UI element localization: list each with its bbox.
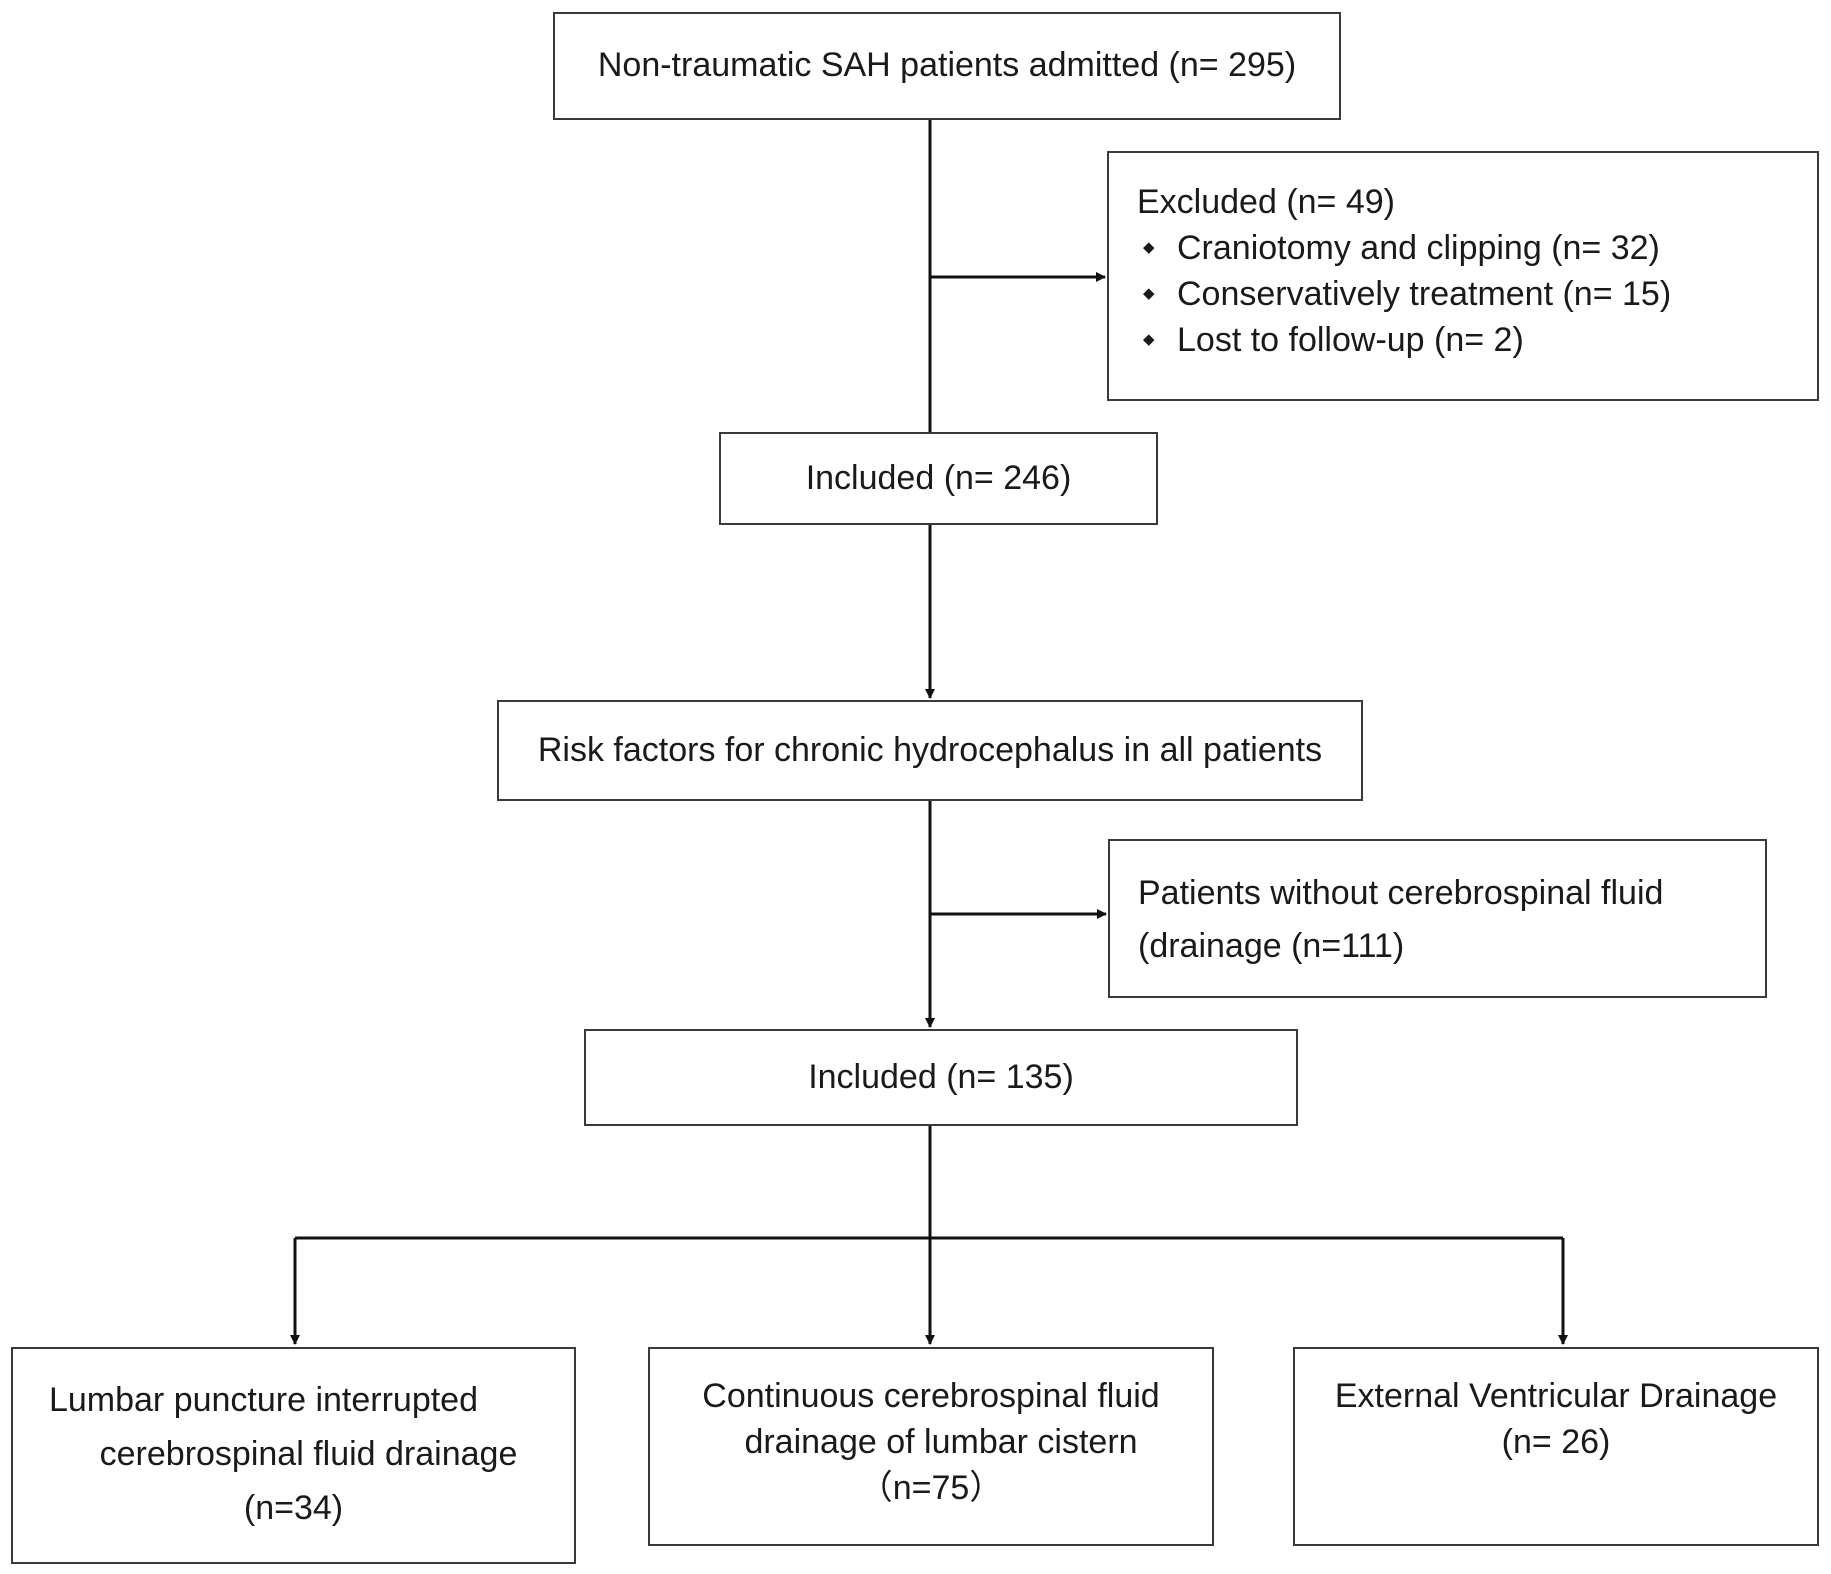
continuous-drainage-line2: drainage of lumbar cistern — [744, 1423, 1138, 1461]
evd-box: External Ventricular Drainage (n= 26) — [1293, 1347, 1819, 1546]
included-135-label: Included (n= 135) — [808, 1057, 1074, 1096]
excluded-list: Craniotomy and clipping (n= 32) Conserva… — [1137, 225, 1817, 363]
without-drainage-line1: Patients without cerebrospinal fluid — [1138, 874, 1664, 912]
continuous-drainage-box: Continuous cerebrospinal fluid drainage … — [648, 1347, 1214, 1546]
evd-count: (n= 26) — [1501, 1423, 1611, 1461]
evd-line1: External Ventricular Drainage — [1334, 1377, 1778, 1415]
without-drainage-box: Patients without cerebrospinal fluid (dr… — [1108, 839, 1767, 998]
lumbar-puncture-line2: cerebrospinal fluid drainage — [99, 1435, 518, 1473]
excluded-title: Excluded (n= 49) — [1137, 183, 1395, 221]
included-246-label: Included (n= 246) — [805, 458, 1072, 497]
risk-factors-box: Risk factors for chronic hydrocephalus i… — [497, 700, 1363, 801]
admitted-label: Non-traumatic SAH patients admitted (n= … — [597, 46, 1297, 85]
lumbar-puncture-box: Lumbar puncture interrupted cerebrospina… — [11, 1347, 576, 1564]
included-246-box: Included (n= 246) — [719, 432, 1158, 525]
without-drainage-line2: (drainage (n=111) — [1138, 927, 1405, 965]
continuous-drainage-count: （n=75） — [858, 1469, 1004, 1507]
lumbar-puncture-line1: Lumbar puncture interrupted — [48, 1381, 479, 1419]
excluded-item-lost-follow-up: Lost to follow-up (n= 2) — [1137, 317, 1817, 363]
excluded-box: Excluded (n= 49) Craniotomy and clipping… — [1107, 151, 1819, 401]
lumbar-puncture-count: (n=34) — [243, 1489, 344, 1527]
risk-factors-label: Risk factors for chronic hydrocephalus i… — [537, 730, 1323, 769]
excluded-item-craniotomy: Craniotomy and clipping (n= 32) — [1137, 225, 1817, 271]
excluded-item-conservative: Conservatively treatment (n= 15) — [1137, 271, 1817, 317]
continuous-drainage-line1: Continuous cerebrospinal fluid — [702, 1377, 1160, 1415]
admitted-box: Non-traumatic SAH patients admitted (n= … — [553, 12, 1341, 120]
included-135-box: Included (n= 135) — [584, 1029, 1298, 1126]
